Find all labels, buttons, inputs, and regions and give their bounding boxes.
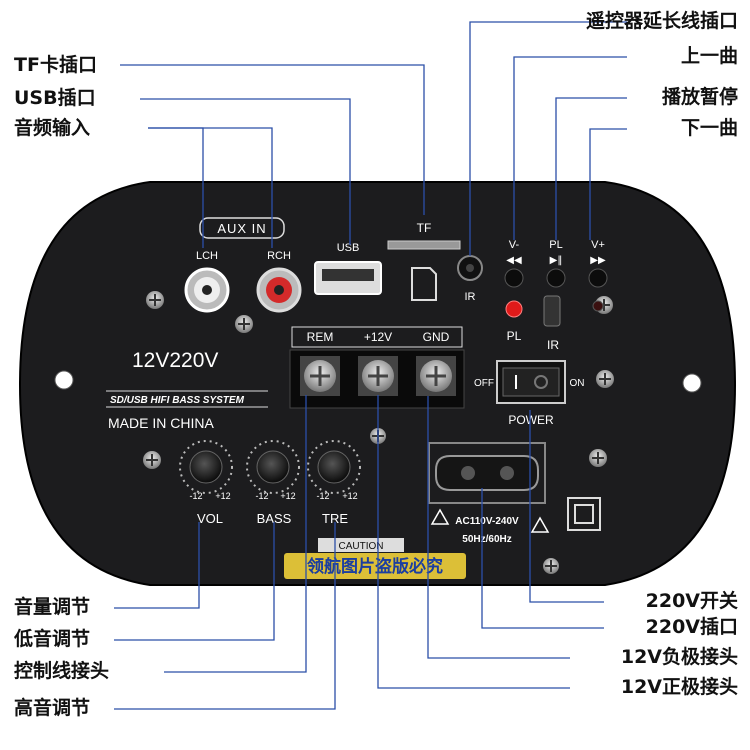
pl-led [505, 300, 523, 318]
bass-knob[interactable] [246, 440, 300, 494]
status-led [592, 300, 604, 312]
caution-label: CAUTION [339, 541, 384, 552]
model-label: 12V220V [132, 349, 218, 372]
system-label: SD/USB HIFI BASS SYSTEM [110, 395, 245, 406]
vol-max-label: +12 [215, 491, 230, 501]
callout-prev-track: 上一曲 [680, 45, 738, 67]
tre-min-label: -12 [316, 491, 329, 501]
ac-socket-frame [428, 442, 546, 504]
double-insulation-icon [567, 497, 601, 531]
aux-in-label: AUX IN [217, 221, 266, 236]
double-insulation-icon-inner [574, 504, 594, 524]
bass-min-label: -12 [255, 491, 268, 501]
screw-icon [543, 558, 559, 574]
v-minus-label: V- [509, 239, 520, 251]
off-label: OFF [474, 378, 494, 389]
pl-led-label: PL [507, 329, 522, 343]
tf-card-slot[interactable] [387, 240, 461, 250]
lch-label: LCH [196, 250, 218, 262]
mounting-hole [54, 370, 74, 390]
tf-label: TF [417, 221, 432, 235]
on-label: ON [570, 378, 585, 389]
callout-bass-adjust: 低音调节 [14, 628, 91, 650]
aux-in-box [199, 217, 285, 239]
ir-receiver-label: IR [547, 338, 559, 352]
vol-label: VOL [197, 511, 223, 526]
volume-knob[interactable] [179, 440, 233, 494]
watermark-bg [284, 553, 466, 579]
callout-control-wire: 控制线接头 [14, 660, 110, 682]
v-plus-label: V+ [591, 239, 605, 251]
rca-jack-right[interactable] [256, 267, 302, 313]
ac-rating-label: AC110V-240V [455, 516, 519, 527]
tre-label: TRE [322, 511, 348, 526]
treble-knob[interactable] [307, 440, 361, 494]
gnd-label: GND [423, 330, 450, 344]
gnd-terminal[interactable] [416, 356, 456, 396]
callout-play-pause: 播放暂停 [661, 86, 738, 108]
freq-label: 50Hz/60Hz [462, 534, 511, 545]
rch-label: RCH [267, 250, 291, 262]
next-track-icon: ▶▶ [590, 255, 606, 266]
screw-icon [143, 451, 161, 469]
callout-usb-port: USB插口 [14, 87, 96, 109]
callout-neg-12v: 12V负极接头 [620, 646, 738, 668]
callout-pos-12v: 12V正极接头 [620, 676, 738, 698]
usb-label: USB [337, 242, 360, 254]
prev-track-icon: ◀◀ [506, 255, 522, 266]
power-label: POWER [508, 413, 554, 427]
warning-icon [430, 508, 450, 525]
bass-max-label: +12 [280, 491, 295, 501]
callout-tf-card-port: TF卡插口 [14, 54, 97, 76]
play-pause-icon: ▶‖ [550, 255, 563, 266]
plus12v-label: +12V [364, 330, 392, 344]
callout-next-track: 下一曲 [680, 117, 738, 139]
terminal-label-strip [291, 326, 463, 348]
rem-terminal[interactable] [300, 356, 340, 396]
callout-switch-220v: 220V开关 [645, 590, 738, 612]
callout-socket-220v: 220V插口 [645, 616, 738, 638]
callout-lines [114, 21, 627, 710]
screw-icon [589, 449, 607, 467]
rem-label: REM [307, 330, 334, 344]
pl-label: PL [549, 239, 562, 251]
warning-icon [530, 516, 550, 533]
ir-receiver [543, 295, 561, 327]
play-pause-button[interactable] [546, 268, 566, 288]
ir-label: IR [465, 291, 476, 303]
bass-label: BASS [257, 511, 292, 526]
made-in-label: MADE IN CHINA [108, 415, 214, 431]
screw-icon [146, 291, 164, 309]
screw-icon [235, 315, 253, 333]
ac-power-socket[interactable] [435, 455, 539, 491]
caution-box [318, 538, 404, 552]
usb-port[interactable] [314, 261, 382, 295]
sd-card-icon [411, 267, 437, 301]
next-track-button[interactable] [588, 268, 608, 288]
rca-jack-left[interactable] [184, 267, 230, 313]
prev-track-button[interactable] [504, 268, 524, 288]
vol-min-label: -12 [189, 491, 202, 501]
watermark: 领航图片盗版必究 [307, 556, 443, 577]
plus12v-terminal[interactable] [358, 356, 398, 396]
callout-audio-input: 音频输入 [14, 117, 91, 139]
ir-extension-jack[interactable] [457, 255, 483, 281]
tre-max-label: +12 [342, 491, 357, 501]
callout-remote-ext-port: 遥控器延长线插口 [585, 10, 738, 32]
callout-volume-adjust: 音量调节 [14, 596, 91, 618]
callout-treble-adjust: 高音调节 [14, 697, 91, 719]
power-switch[interactable] [496, 360, 566, 404]
screw-icon [596, 370, 614, 388]
mounting-hole [682, 373, 702, 393]
